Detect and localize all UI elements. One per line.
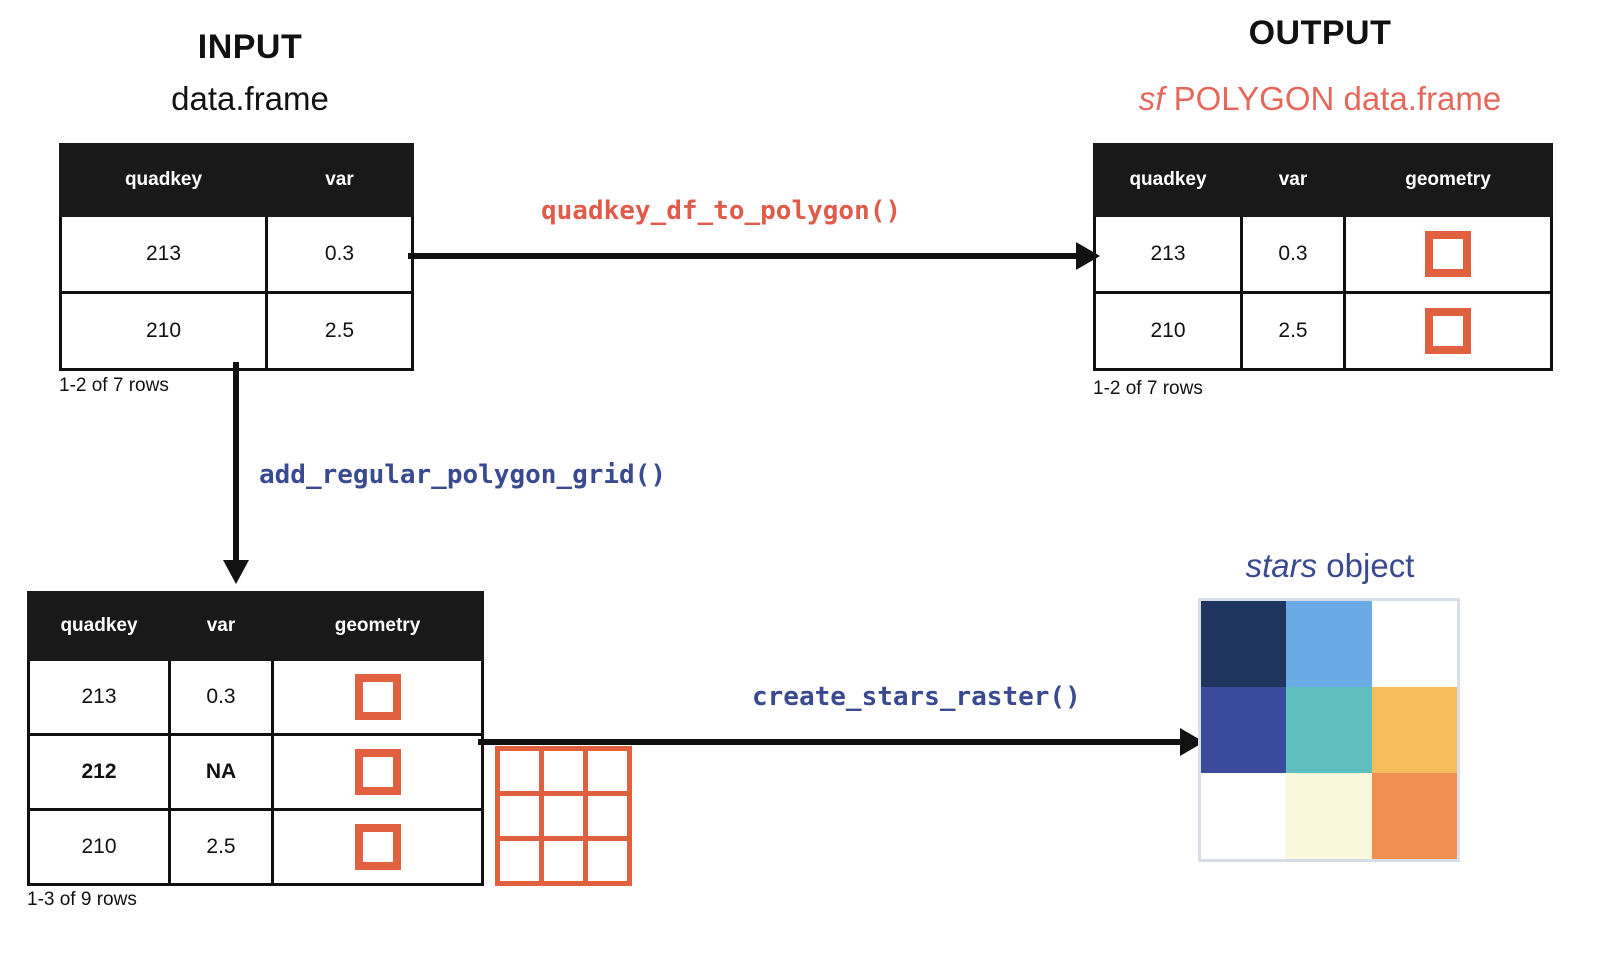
polygon-square-icon: [1425, 308, 1471, 354]
cell-geometry: [1343, 214, 1553, 294]
raster-cell: [1286, 601, 1372, 687]
arrow-input-to-grid-table: [223, 362, 249, 584]
input-row-caption: 1-2 of 7 rows: [59, 375, 169, 396]
cell-var: 2.5: [265, 291, 414, 371]
cell-geometry: [271, 658, 484, 736]
cell-quadkey: 210: [1093, 291, 1243, 371]
cell-geometry: [271, 733, 484, 811]
cell-var: 2.5: [168, 808, 274, 886]
stars-raster: [1198, 598, 1460, 862]
polygon-grid-cell: [494, 836, 544, 887]
cell-quadkey: 210: [27, 808, 171, 886]
grid-table-wrapper: quadkey var geometry 213 0.3 212 NA: [27, 591, 484, 886]
column-header-var: var: [265, 143, 414, 217]
table-header-row: quadkey var: [59, 143, 414, 217]
cell-quadkey: 213: [1093, 214, 1243, 294]
function-label-create-stars-raster: create_stars_raster(): [752, 682, 1081, 712]
raster-cell: [1201, 687, 1287, 773]
output-row-caption: 1-2 of 7 rows: [1093, 378, 1203, 399]
input-table: quadkey var 213 0.3 210 2.5: [59, 143, 414, 371]
input-heading: INPUT: [197, 28, 303, 66]
stars-title: stars object: [1130, 547, 1530, 585]
output-table: quadkey var geometry 213 0.3 210 2.5: [1093, 143, 1553, 371]
column-header-var: var: [1240, 143, 1346, 217]
column-header-geometry: geometry: [1343, 143, 1553, 217]
table-row: 212 NA: [27, 733, 484, 811]
stars-raster-grid: [1201, 601, 1457, 859]
cell-quadkey: 213: [59, 214, 268, 294]
cell-var: 0.3: [1240, 214, 1346, 294]
function-label-add-regular-polygon-grid: add_regular_polygon_grid(): [259, 460, 666, 490]
input-subtitle: data.frame: [171, 80, 329, 117]
cell-quadkey: 210: [59, 291, 268, 371]
polygon-square-icon: [354, 749, 401, 795]
table-row: 210 2.5: [59, 291, 414, 371]
column-header-quadkey: quadkey: [1093, 143, 1243, 217]
column-header-quadkey: quadkey: [59, 143, 268, 217]
table-row: 213 0.3: [27, 658, 484, 736]
cell-quadkey: 212: [27, 733, 171, 811]
table-row: 210 2.5: [1093, 291, 1553, 371]
polygon-square-icon: [354, 824, 401, 870]
raster-cell: [1371, 601, 1457, 687]
stars-title-rest: object: [1317, 547, 1415, 584]
polygon-grid-cell: [494, 790, 544, 842]
cell-var: NA: [168, 733, 274, 811]
table-row: 213 0.3: [59, 214, 414, 294]
output-table-wrapper: quadkey var geometry 213 0.3 210 2.5: [1093, 143, 1553, 371]
cell-geometry: [1343, 291, 1553, 371]
raster-cell: [1201, 601, 1287, 687]
grid-table-row-caption: 1-3 of 9 rows: [27, 889, 137, 910]
output-subtitle-italic: sf: [1138, 80, 1165, 117]
arrow-grid-table-to-stars: [478, 728, 1204, 756]
polygon-grid-preview: [494, 745, 633, 887]
polygon-square-icon: [1425, 231, 1471, 277]
polygon-square-icon: [354, 674, 401, 720]
polygon-grid-cell: [583, 836, 633, 887]
column-header-geometry: geometry: [271, 591, 484, 661]
raster-cell: [1201, 773, 1287, 859]
arrow-input-to-output: [408, 242, 1100, 270]
cell-var: 0.3: [168, 658, 274, 736]
column-header-quadkey: quadkey: [27, 591, 171, 661]
table-header-row: quadkey var geometry: [1093, 143, 1553, 217]
stars-title-italic: stars: [1245, 547, 1318, 584]
polygon-grid-cell: [583, 790, 633, 842]
cell-var: 0.3: [265, 214, 414, 294]
raster-cell: [1286, 687, 1372, 773]
raster-cell: [1286, 773, 1372, 859]
input-table-wrapper: quadkey var 213 0.3 210 2.5: [59, 143, 414, 371]
cell-var: 2.5: [1240, 291, 1346, 371]
grid-table: quadkey var geometry 213 0.3 212 NA: [27, 591, 484, 886]
polygon-grid-cell: [538, 790, 589, 842]
raster-cell: [1371, 687, 1457, 773]
output-subtitle-rest: POLYGON data.frame: [1164, 80, 1502, 117]
table-header-row: quadkey var geometry: [27, 591, 484, 661]
polygon-grid-cell: [538, 836, 589, 887]
cell-geometry: [271, 808, 484, 886]
table-row: 213 0.3: [1093, 214, 1553, 294]
function-label-quadkey-df-to-polygon: quadkey_df_to_polygon(): [541, 196, 902, 226]
cell-quadkey: 213: [27, 658, 171, 736]
raster-cell: [1371, 773, 1457, 859]
output-subtitle: sf POLYGON data.frame: [1090, 80, 1550, 118]
table-row: 210 2.5: [27, 808, 484, 886]
column-header-var: var: [168, 591, 274, 661]
output-heading: OUTPUT: [1248, 14, 1392, 52]
